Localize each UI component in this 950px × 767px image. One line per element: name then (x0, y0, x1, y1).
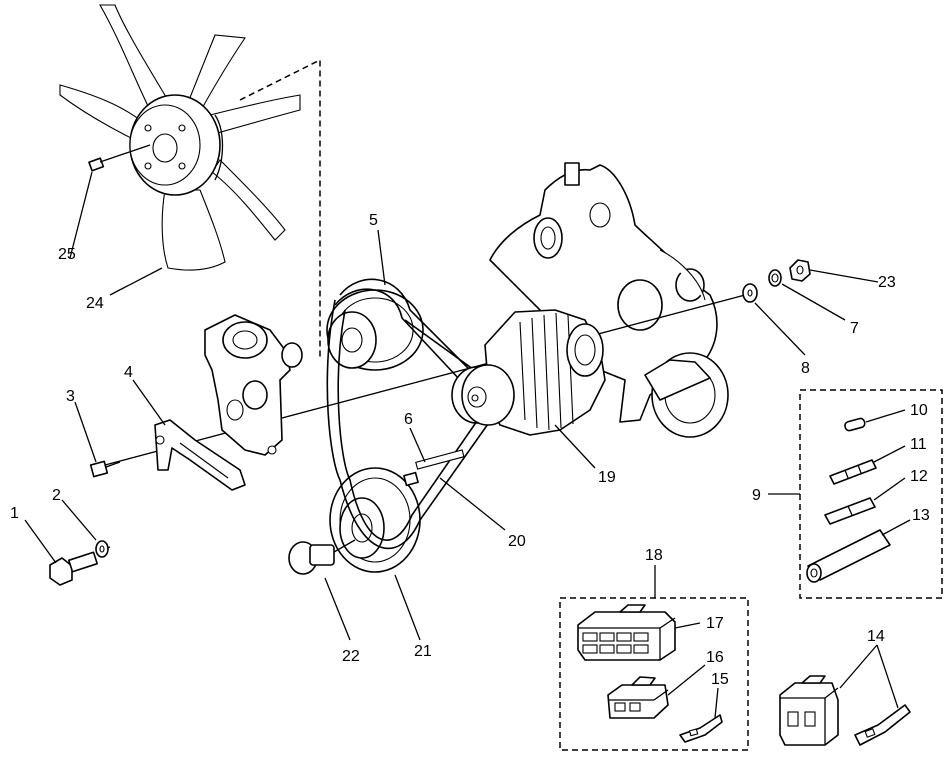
bolt-6-drawing (403, 449, 465, 487)
callout-22: 22 (342, 648, 360, 665)
callout-labels: 1 2 3 4 5 6 7 8 9 10 11 12 13 14 15 16 1… (10, 212, 930, 688)
sleeve-13-drawing (806, 529, 891, 583)
connector-kit-18-box (559, 597, 749, 751)
callout-11: 11 (910, 436, 927, 453)
callout-16: 16 (706, 649, 724, 666)
callout-8: 8 (801, 360, 810, 377)
bracket-4-drawing (154, 419, 246, 491)
callout-2: 2 (52, 487, 61, 504)
callout-13: 13 (912, 507, 930, 524)
lock-washer-7-drawing (768, 269, 782, 287)
callout-9: 9 (752, 487, 761, 504)
callout-21: 21 (414, 643, 432, 660)
engine-block-drawing (489, 162, 729, 438)
belt-5-drawing (339, 278, 471, 371)
callout-17: 17 (706, 615, 724, 632)
belt-20-drawing (326, 299, 506, 550)
callout-7: 7 (850, 320, 859, 337)
upper-pulley-drawing (326, 289, 424, 371)
washer-2-drawing (95, 540, 109, 558)
alternator-19-drawing (451, 309, 606, 436)
bolt-3-drawing (89, 460, 121, 478)
callout-6: 6 (404, 411, 413, 428)
callout-25: 25 (58, 246, 76, 263)
callout-14: 14 (867, 628, 885, 645)
callout-1: 1 (10, 505, 19, 522)
callout-24: 24 (86, 295, 104, 312)
washer-8-drawing (742, 283, 758, 303)
leader-lines (24, 171, 911, 719)
callout-5: 5 (369, 212, 378, 229)
callout-18: 18 (645, 547, 663, 564)
terminal-15-drawing (679, 714, 723, 743)
fan-drawing (59, 4, 301, 271)
connector-14-drawing (779, 675, 839, 746)
terminal-11-drawing (829, 459, 877, 485)
callout-12: 12 (910, 468, 928, 485)
callout-3: 3 (66, 388, 75, 405)
nut-23-drawing (789, 259, 811, 282)
terminal-10-drawing (844, 417, 866, 432)
callout-4: 4 (124, 364, 133, 381)
callout-10: 10 (910, 402, 928, 419)
connector-housing-16-drawing (607, 676, 669, 719)
screw-25-drawing (88, 144, 151, 172)
bolt-22-drawing (288, 539, 356, 575)
connector-housing-17-drawing (577, 604, 676, 661)
callout-19: 19 (598, 469, 616, 486)
terminal-14-drawing (854, 704, 911, 746)
terminal-12-drawing (824, 497, 876, 525)
callout-23: 23 (878, 274, 896, 291)
alignment-line (104, 294, 746, 466)
housing-drawing (204, 314, 303, 456)
callout-20: 20 (508, 533, 526, 550)
callout-15: 15 (711, 671, 729, 688)
